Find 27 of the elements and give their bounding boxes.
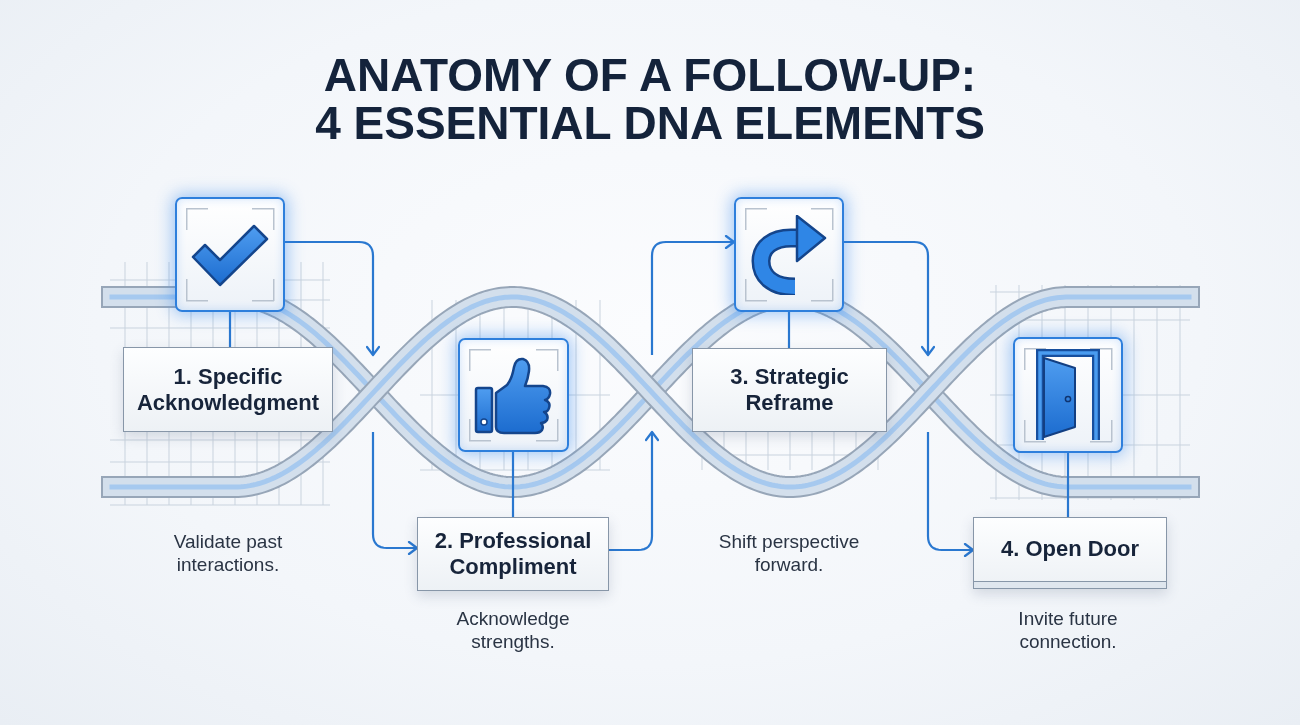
step-title: 2. Professional Compliment (433, 528, 593, 580)
icon-tile (458, 338, 569, 452)
step-card (973, 517, 1167, 589)
title: ANATOMY OF A FOLLOW-UP: 4 ESSENTIAL DNA ELEMENTS (314, 51, 986, 147)
step-card (692, 348, 887, 432)
connector-line (511, 452, 515, 517)
arrow (650, 234, 736, 355)
step-card (123, 347, 333, 432)
step-description: Acknowledge strengths. (455, 607, 571, 653)
step-title: 4. Open Door (1000, 535, 1140, 562)
arrow (844, 240, 936, 357)
icon-tile (175, 197, 285, 312)
arrow (371, 432, 419, 556)
connector-line (1066, 453, 1070, 517)
step-description: Invite future connection. (1017, 607, 1119, 653)
step-card (417, 517, 609, 591)
step-title: 3. Strategic Reframe (729, 364, 850, 416)
connector-line (787, 312, 791, 348)
step-description: Validate past interactions. (172, 530, 284, 576)
step-title: 1. Specific Acknowledgment (135, 363, 321, 416)
arrow (926, 432, 975, 558)
arrow (609, 430, 660, 552)
icon-tile (1013, 337, 1123, 453)
step-description: Shift perspective forward. (717, 530, 861, 576)
arrow (285, 240, 381, 357)
connector-line (228, 312, 232, 347)
icon-tile (734, 197, 844, 312)
